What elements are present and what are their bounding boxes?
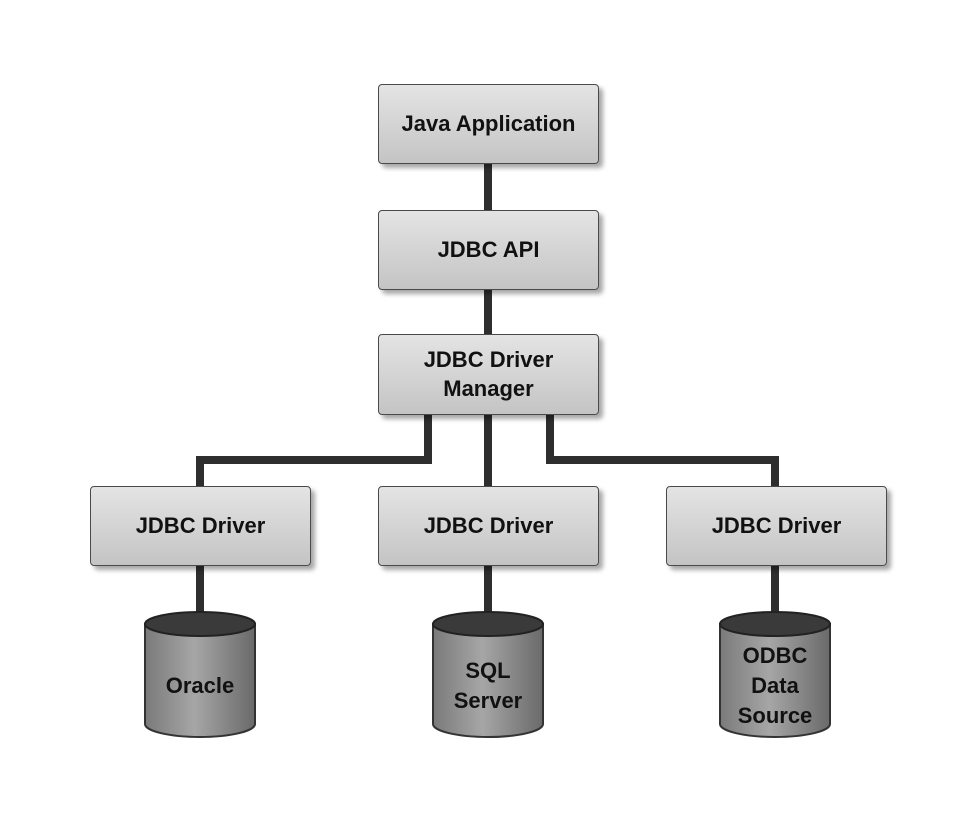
java-application-label: Java Application — [401, 110, 576, 136]
connector-manager-left — [196, 414, 432, 486]
java-application-box: Java Application — [378, 84, 599, 164]
jdbc-driver-box-right: JDBC Driver — [666, 486, 887, 566]
database-cylinder-icon — [719, 611, 831, 738]
jdbc-driver-label-right: JDBC Driver — [711, 512, 842, 538]
sql-server-label: SQL Server — [453, 658, 523, 713]
database-cylinder-icon — [432, 611, 544, 738]
jdbc-driver-label-center: JDBC Driver — [423, 512, 554, 538]
jdbc-api-box: JDBC API — [378, 210, 599, 290]
oracle-label: Oracle — [165, 673, 235, 699]
jdbc-driver-manager-box: JDBC Driver Manager — [378, 334, 599, 415]
jdbc-api-label: JDBC API — [437, 236, 540, 262]
sql-server-database: SQL Server — [431, 610, 545, 740]
jdbc-driver-box-center: JDBC Driver — [378, 486, 599, 566]
database-cylinder-icon — [144, 611, 256, 738]
odbc-data-source-label: ODBC Data Source — [737, 643, 813, 728]
jdbc-driver-label-left: JDBC Driver — [135, 512, 266, 538]
odbc-data-source-database: ODBC Data Source — [718, 610, 832, 740]
jdbc-driver-manager-label: JDBC Driver Manager — [423, 346, 554, 401]
oracle-database: Oracle — [143, 610, 257, 740]
jdbc-driver-box-left: JDBC Driver — [90, 486, 311, 566]
connector-manager-right — [546, 414, 779, 486]
